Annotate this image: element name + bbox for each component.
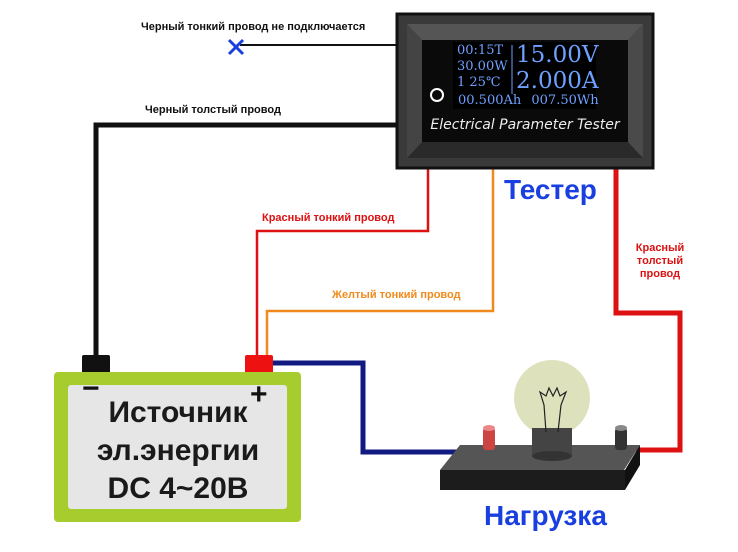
red-thin-wire bbox=[255, 168, 430, 358]
red-thick-wire bbox=[613, 168, 683, 453]
tester-device bbox=[395, 12, 655, 170]
lcd-voltage: 15.00V bbox=[516, 42, 599, 68]
power-source bbox=[54, 355, 301, 522]
lcd-power: 30.00W bbox=[457, 59, 508, 74]
load-title: Нагрузка bbox=[484, 500, 607, 531]
yellow-thin-wire bbox=[265, 168, 495, 358]
black-thick-wire-label: Черный толстый провод bbox=[145, 104, 281, 116]
red-thin-wire-label: Красный тонкий провод bbox=[262, 212, 395, 224]
lcd-left-column: 00:15T 30.00W 1 25℃ bbox=[457, 43, 508, 91]
lcd-time: 00:15T bbox=[457, 43, 504, 58]
lcd-current: 2.000A bbox=[516, 68, 599, 94]
red-thick-wire-label: Красный толстый провод bbox=[628, 242, 692, 281]
yellow-thin-wire-label: Желтый тонкий провод bbox=[332, 289, 461, 301]
lcd-mode-temp: 1 25℃ bbox=[457, 75, 501, 90]
black-thin-wire-label: Черный тонкий провод не подключается bbox=[141, 21, 366, 33]
red-thick-label-line: провод bbox=[639, 268, 681, 280]
button-icon bbox=[430, 88, 444, 102]
tester-caption: Electrical Parameter Tester bbox=[430, 117, 620, 133]
lcd-energy: 007.50Wh bbox=[531, 93, 599, 108]
disconnected-x-icon bbox=[227, 38, 245, 56]
load-lamp bbox=[440, 360, 640, 490]
blue-wire bbox=[272, 360, 486, 455]
tester-title: Тестер bbox=[504, 174, 597, 205]
lcd-capacity: 00.500Ah bbox=[458, 93, 522, 108]
red-thick-label-line: толстый bbox=[636, 255, 684, 267]
lcd-right-column: 15.00V 2.000A bbox=[516, 42, 598, 94]
source-line-1: Источник bbox=[108, 396, 248, 429]
red-thick-label-line: Красный bbox=[635, 242, 685, 254]
minus-sign: − bbox=[82, 372, 100, 405]
plus-sign: + bbox=[250, 378, 268, 411]
source-line-2: эл.энергии bbox=[96, 434, 260, 467]
source-line-3: DC 4~20В bbox=[107, 472, 249, 505]
black-thick-wire bbox=[93, 122, 397, 358]
lcd-bottom-row: 00.500Ah 007.50Wh bbox=[458, 93, 599, 108]
